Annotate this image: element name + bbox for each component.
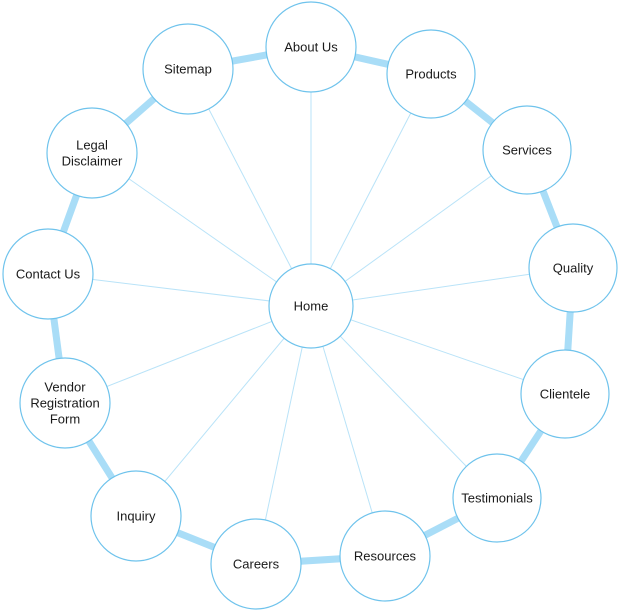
center-node-circle[interactable] [268, 263, 354, 349]
node-label-careers: Careers [233, 557, 280, 572]
node-careers[interactable]: Careers [210, 518, 302, 610]
node-circle[interactable] [46, 107, 138, 199]
node-inquiry[interactable]: Inquiry [90, 470, 182, 562]
node-contact-us[interactable]: Contact Us [2, 228, 94, 320]
node-about-us[interactable]: About Us [265, 1, 357, 93]
node-circle[interactable] [386, 29, 476, 119]
spoke-connector-clientele [310, 305, 566, 395]
node-quality[interactable]: Quality [528, 223, 618, 313]
node-label-inquiry: Inquiry [116, 509, 156, 524]
node-products[interactable]: Products [386, 29, 476, 119]
node-label-services: Services [502, 143, 552, 158]
center-node-label: Home [294, 299, 329, 314]
node-sitemap[interactable]: Sitemap [142, 23, 234, 115]
node-label-testimonials: Testimonials [461, 491, 533, 506]
node-services[interactable]: Services [482, 105, 572, 195]
node-label-contact-us: Contact Us [16, 267, 81, 282]
node-label-about-us: About Us [284, 40, 338, 55]
node-circle[interactable] [520, 349, 610, 439]
node-label-quality: Quality [553, 261, 594, 276]
node-label-sitemap: Sitemap [164, 62, 212, 77]
node-home[interactable]: Home [268, 263, 354, 349]
node-circle[interactable] [19, 357, 111, 449]
node-circle[interactable] [452, 453, 542, 543]
node-circle[interactable] [2, 228, 94, 320]
node-circle[interactable] [482, 105, 572, 195]
node-circle[interactable] [265, 1, 357, 93]
node-circle[interactable] [528, 223, 618, 313]
node-circle[interactable] [210, 518, 302, 610]
node-circle[interactable] [90, 470, 182, 562]
node-clientele[interactable]: Clientele [520, 349, 610, 439]
node-label-products: Products [405, 67, 457, 82]
node-label-clientele: Clientele [540, 387, 591, 402]
node-testimonials[interactable]: Testimonials [452, 453, 542, 543]
node-resources[interactable]: Resources [339, 510, 431, 602]
node-circle[interactable] [142, 23, 234, 115]
node-circle[interactable] [339, 510, 431, 602]
center-node-group: Home [268, 263, 354, 349]
node-label-resources: Resources [354, 549, 417, 564]
